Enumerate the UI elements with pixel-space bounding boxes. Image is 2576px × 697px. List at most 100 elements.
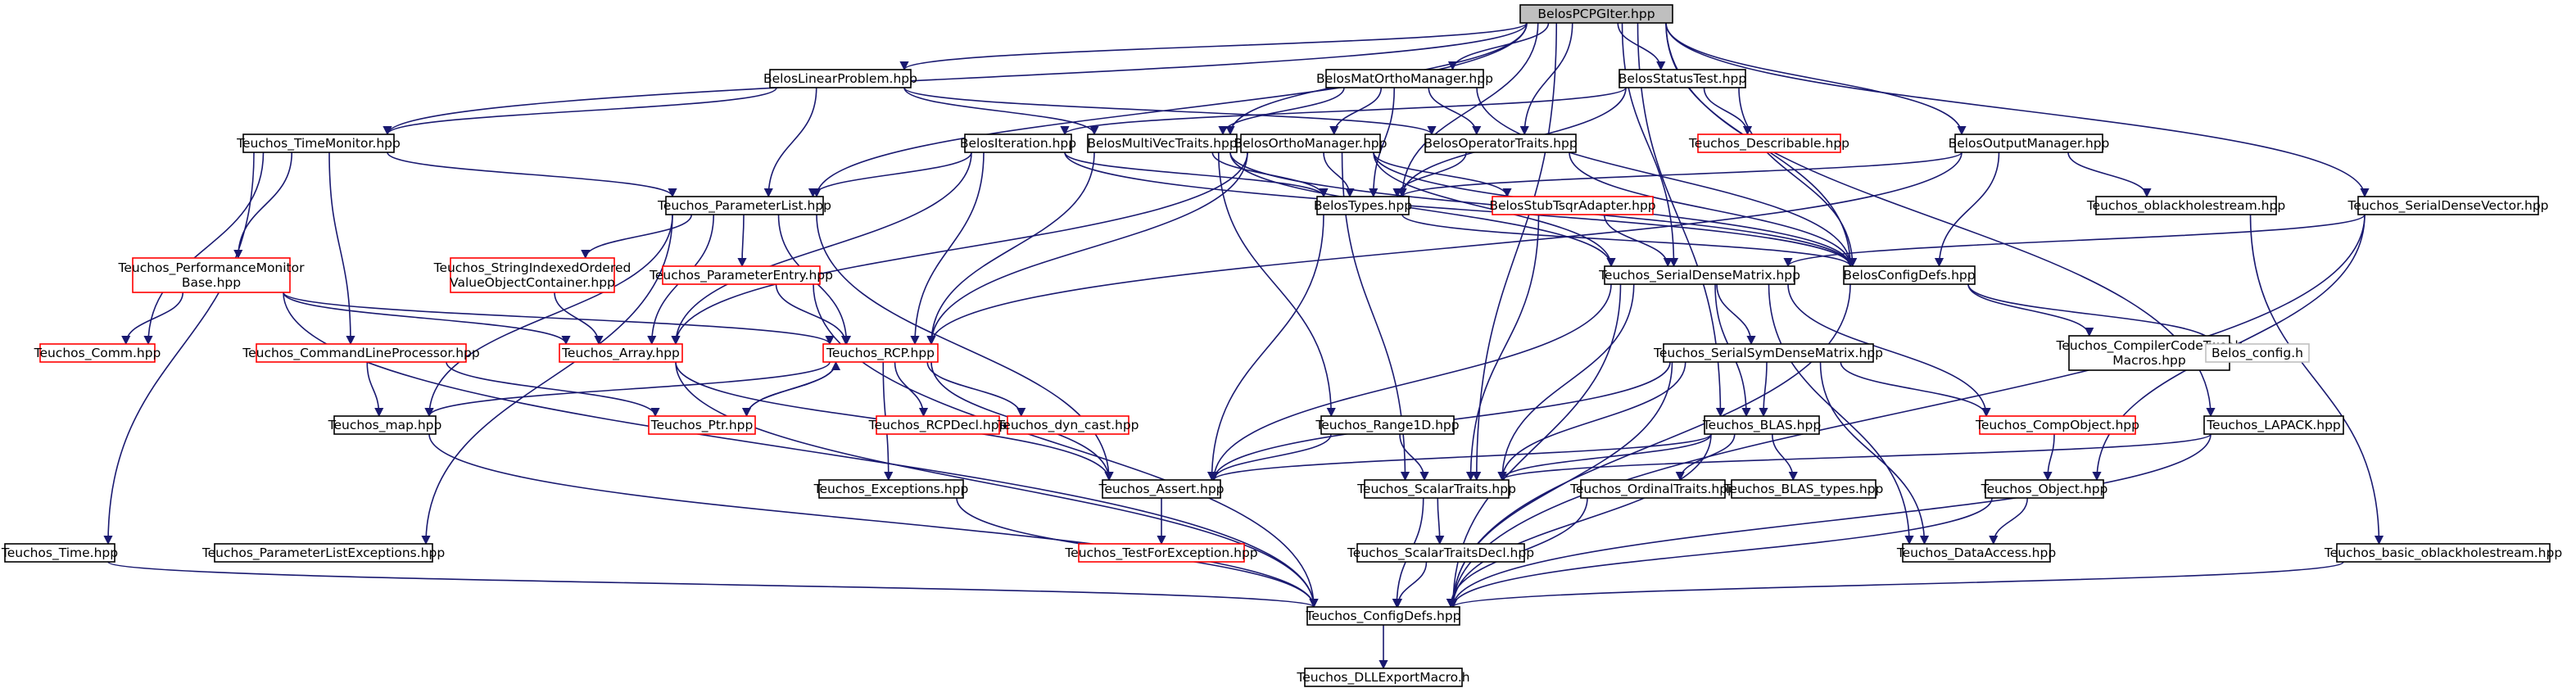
node-box[interactable] bbox=[1325, 69, 1484, 88]
node-sctdecl[interactable]: Teuchos_ScalarTraitsDecl.hpp bbox=[1347, 543, 1534, 563]
node-optraits[interactable]: BelosOperatorTraits.hpp bbox=[1424, 134, 1578, 153]
node-box[interactable] bbox=[132, 257, 291, 293]
node-belostypes[interactable]: BelosTypes.hpp bbox=[1314, 196, 1412, 215]
node-dyncast[interactable]: Teuchos_dyn_cast.hpp bbox=[996, 415, 1139, 435]
node-box[interactable] bbox=[1663, 343, 1874, 363]
node-box[interactable] bbox=[1424, 134, 1577, 153]
node-box[interactable] bbox=[1618, 69, 1746, 88]
node-box[interactable] bbox=[242, 134, 395, 153]
node-box[interactable] bbox=[665, 196, 824, 215]
node-box[interactable] bbox=[964, 134, 1072, 153]
node-object[interactable]: Teuchos_Object.hpp bbox=[1981, 479, 2108, 499]
node-basicoblack[interactable]: Teuchos_basic_oblackholestream.hpp bbox=[2324, 543, 2562, 563]
node-box[interactable] bbox=[769, 69, 912, 88]
node-range1d[interactable]: Teuchos_Range1D.hpp bbox=[1315, 415, 1460, 435]
node-symmat[interactable]: Teuchos_SerialSymDenseMatrix.hpp bbox=[1653, 343, 1883, 363]
node-compobj[interactable]: Teuchos_CompObject.hpp bbox=[1975, 415, 2139, 435]
node-testexc[interactable]: Teuchos_TestForException.hpp bbox=[1064, 543, 1258, 563]
node-matortho[interactable]: BelosMatOrthoManager.hpp bbox=[1316, 69, 1493, 88]
node-assert[interactable]: Teuchos_Assert.hpp bbox=[1098, 479, 1225, 499]
node-rcp[interactable]: Teuchos_RCP.hpp bbox=[822, 343, 939, 363]
node-box[interactable] bbox=[1979, 415, 2136, 435]
node-timeh[interactable]: Teuchos_Time.hpp bbox=[1, 543, 118, 563]
node-multivec[interactable]: BelosMultiVecTraits.hpp bbox=[1087, 134, 1238, 153]
node-lapack[interactable]: Teuchos_LAPACK.hpp bbox=[2203, 415, 2344, 435]
node-box[interactable] bbox=[1007, 415, 1130, 435]
node-scalartraits[interactable]: Teuchos_ScalarTraits.hpp bbox=[1356, 479, 1516, 499]
node-box[interactable] bbox=[876, 415, 1000, 435]
node-box[interactable] bbox=[1240, 134, 1381, 153]
node-mapf[interactable]: Teuchos_map.hpp bbox=[328, 415, 442, 435]
node-box[interactable] bbox=[2203, 415, 2344, 435]
node-box[interactable] bbox=[4, 543, 115, 563]
node-box[interactable] bbox=[256, 343, 467, 363]
node-ordinal[interactable]: Teuchos_OrdinalTraits.hpp bbox=[1569, 479, 1736, 499]
node-dataaccess[interactable]: Teuchos_DataAccess.hpp bbox=[1896, 543, 2056, 563]
node-status[interactable]: BelosStatusTest.hpp bbox=[1618, 69, 1746, 88]
node-box[interactable] bbox=[2336, 543, 2551, 563]
node-box[interactable] bbox=[1078, 543, 1245, 563]
node-box[interactable] bbox=[1087, 134, 1238, 153]
node-serialvec[interactable]: Teuchos_SerialDenseVector.hpp bbox=[2347, 196, 2549, 215]
node-box[interactable] bbox=[1697, 134, 1841, 153]
node-orthomgr[interactable]: BelosOrthoManager.hpp bbox=[1234, 134, 1388, 153]
node-dllexport[interactable]: Teuchos_DLLExportMacro.h bbox=[1296, 668, 1470, 687]
node-box[interactable] bbox=[1356, 543, 1525, 563]
node-box[interactable] bbox=[648, 415, 756, 435]
node-plexc[interactable]: Teuchos_ParameterListExceptions.hpp bbox=[201, 543, 445, 563]
node-array[interactable]: Teuchos_Array.hpp bbox=[559, 343, 683, 363]
node-box[interactable] bbox=[1704, 415, 1820, 435]
node-blas[interactable]: Teuchos_BLAS.hpp bbox=[1702, 415, 1821, 435]
node-box[interactable] bbox=[662, 265, 821, 285]
node-box[interactable] bbox=[1316, 196, 1410, 215]
node-box[interactable] bbox=[1580, 479, 1726, 499]
node-configdefst[interactable]: Teuchos_ConfigDefs.hpp bbox=[1305, 606, 1461, 626]
node-configdefsb[interactable]: BelosConfigDefs.hpp bbox=[1843, 265, 1976, 285]
node-describ[interactable]: Teuchos_Describable.hpp bbox=[1688, 134, 1849, 153]
node-ptr[interactable]: Teuchos_Ptr.hpp bbox=[648, 415, 756, 435]
node-box[interactable] bbox=[1306, 606, 1460, 626]
node-box[interactable] bbox=[818, 479, 964, 499]
node-box[interactable] bbox=[822, 343, 939, 363]
node-box[interactable] bbox=[1604, 265, 1795, 285]
node-root[interactable]: BelosPCPGIter.hpp bbox=[1519, 4, 1673, 24]
node-timemon[interactable]: Teuchos_TimeMonitor.hpp bbox=[236, 134, 401, 153]
node-box[interactable] bbox=[450, 257, 615, 293]
node-blastypes[interactable]: Teuchos_BLAS_types.hpp bbox=[1723, 479, 1884, 499]
node-box[interactable] bbox=[1304, 668, 1463, 687]
node-exceptions[interactable]: Teuchos_Exceptions.hpp bbox=[813, 479, 969, 499]
node-oblack[interactable]: Teuchos_oblackholestream.hpp bbox=[2086, 196, 2285, 215]
node-linprob[interactable]: BelosLinearProblem.hpp bbox=[763, 69, 917, 88]
node-box[interactable] bbox=[1102, 479, 1221, 499]
node-box[interactable] bbox=[1519, 4, 1673, 24]
node-box[interactable] bbox=[1954, 134, 2103, 153]
node-cmdline[interactable]: Teuchos_CommandLineProcessor.hpp bbox=[242, 343, 480, 363]
node-box[interactable] bbox=[2357, 196, 2539, 215]
node-paramentry[interactable]: Teuchos_ParameterEntry.hpp bbox=[649, 265, 833, 285]
node-serialmat[interactable]: Teuchos_SerialDenseMatrix.hpp bbox=[1598, 265, 1800, 285]
node-box[interactable] bbox=[2095, 196, 2277, 215]
node-box[interactable] bbox=[2068, 335, 2230, 371]
node-box[interactable] bbox=[1320, 415, 1455, 435]
node-box[interactable] bbox=[1843, 265, 1976, 285]
node-comm[interactable]: Teuchos_Comm.hpp bbox=[34, 343, 161, 363]
node-box[interactable] bbox=[1985, 479, 2104, 499]
node-outmgr[interactable]: BelosOutputManager.hpp bbox=[1949, 134, 2110, 153]
node-strindexed[interactable]: Teuchos_StringIndexedOrderedValueObjectC… bbox=[433, 257, 632, 293]
node-box[interactable] bbox=[333, 415, 437, 435]
node-stubtsqr[interactable]: BelosStubTsqrAdapter.hpp bbox=[1489, 196, 1656, 215]
node-box[interactable] bbox=[1364, 479, 1510, 499]
node-box[interactable] bbox=[559, 343, 683, 363]
node-box[interactable] bbox=[214, 543, 433, 563]
node-iteration[interactable]: BelosIteration.hpp bbox=[960, 134, 1076, 153]
node-box[interactable] bbox=[1902, 543, 2051, 563]
node-box[interactable] bbox=[1492, 196, 1654, 215]
node-box[interactable] bbox=[39, 343, 156, 363]
node-rcpdecl[interactable]: Teuchos_RCPDecl.hpp bbox=[868, 415, 1007, 435]
node-box[interactable] bbox=[1731, 479, 1877, 499]
node-belosconfig[interactable]: Belos_config.h bbox=[2205, 343, 2310, 363]
node-box[interactable] bbox=[2205, 343, 2310, 363]
node-paramlist[interactable]: Teuchos_ParameterList.hpp bbox=[657, 196, 831, 215]
